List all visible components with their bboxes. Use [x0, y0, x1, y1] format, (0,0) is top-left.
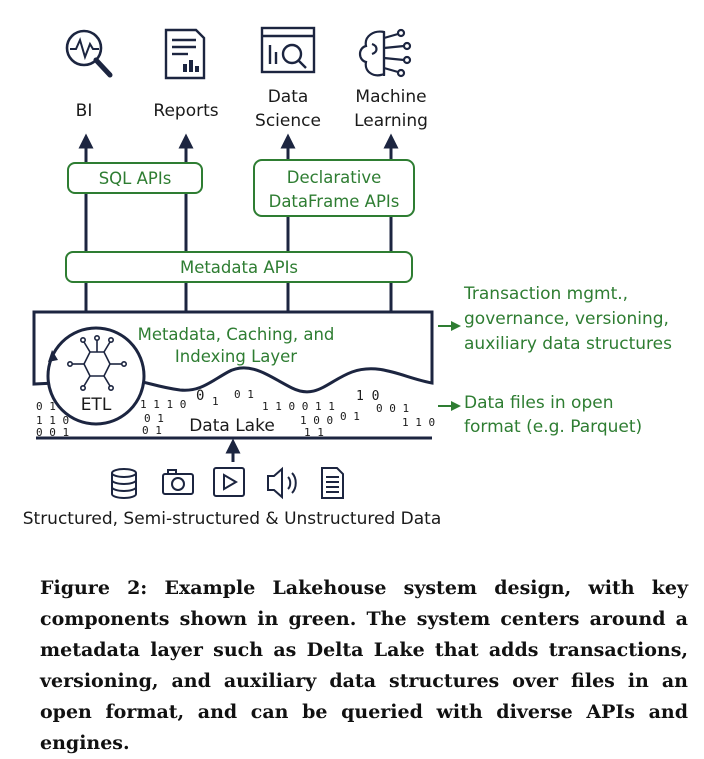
consumer-label-reports: Reports — [153, 101, 218, 121]
side-note-bottom-line1: Data files in open — [464, 393, 613, 413]
camera-icon — [162, 469, 194, 495]
dataframe-apis-label-line2: DataFrame APIs — [269, 192, 400, 211]
document-icon — [321, 467, 344, 499]
svg-text:0 0 1: 0 0 1 — [36, 426, 69, 439]
metadata-apis-label: Metadata APIs — [180, 258, 298, 277]
metadata-layer-label-line1: Metadata, Caching, and — [138, 325, 335, 344]
side-note-top-line2: governance, versioning, — [464, 309, 669, 329]
svg-text:1 1 1 0: 1 1 1 0 — [140, 398, 186, 411]
svg-text:0: 0 — [196, 388, 204, 404]
sql-apis-box — [67, 162, 203, 194]
consumer-label-bi: BI — [76, 101, 93, 121]
video-play-icon — [213, 467, 245, 497]
speaker-icon — [267, 466, 297, 500]
sources-label: Structured, Semi-structured & Unstructur… — [23, 509, 442, 529]
sql-apis-label: SQL APIs — [99, 169, 172, 188]
svg-text:1 1 0: 1 1 0 — [402, 416, 435, 429]
metadata-layer-label-line2: Indexing Layer — [175, 347, 297, 366]
etl-network-icon — [67, 334, 128, 391]
svg-text:0 1: 0 1 — [144, 412, 164, 425]
etl-cycle-arrow-icon — [48, 350, 58, 362]
svg-text:1 1: 1 1 — [304, 426, 324, 439]
svg-text:1 0 0: 1 0 0 — [300, 414, 333, 427]
database-icon — [111, 468, 137, 499]
lakehouse-diagram: BI Reports Data Science Machine Learning… — [23, 26, 672, 529]
analytics-magnifier-icon — [65, 29, 113, 78]
report-document-icon — [164, 28, 206, 80]
svg-text:1 0: 1 0 — [356, 389, 379, 404]
svg-text:1 1 0 0 1 1: 1 1 0 0 1 1 — [262, 400, 335, 413]
consumer-label-machine: Machine — [355, 87, 426, 107]
side-note-bottom-line2: format (e.g. Parquet) — [464, 417, 642, 437]
metadata-apis-box — [65, 251, 413, 283]
svg-text:0 1: 0 1 — [340, 410, 360, 423]
consumer-label-science: Science — [255, 111, 321, 131]
etl-label: ETL — [81, 395, 112, 415]
svg-text:0 0 1: 0 0 1 — [376, 402, 409, 415]
brain-circuit-icon — [358, 28, 412, 78]
figure-caption: Figure 2: Example Lakehouse system desig… — [40, 577, 688, 754]
consumer-label-data: Data — [268, 87, 309, 107]
svg-text:0 1: 0 1 — [234, 388, 254, 401]
side-note-top-line3: auxiliary data structures — [464, 334, 672, 354]
svg-text:1: 1 — [212, 395, 219, 408]
data-science-screen-icon — [260, 26, 316, 74]
svg-text:0 1: 0 1 — [142, 424, 162, 437]
dataframe-apis-label-line1: Declarative — [287, 168, 382, 187]
data-lake-label: Data Lake — [189, 416, 275, 436]
dataframe-apis-box — [253, 159, 415, 217]
side-note-top-line1: Transaction mgmt., — [463, 284, 628, 304]
svg-text:1 1 0: 1 1 0 — [36, 414, 69, 427]
consumer-label-learning: Learning — [354, 111, 428, 131]
